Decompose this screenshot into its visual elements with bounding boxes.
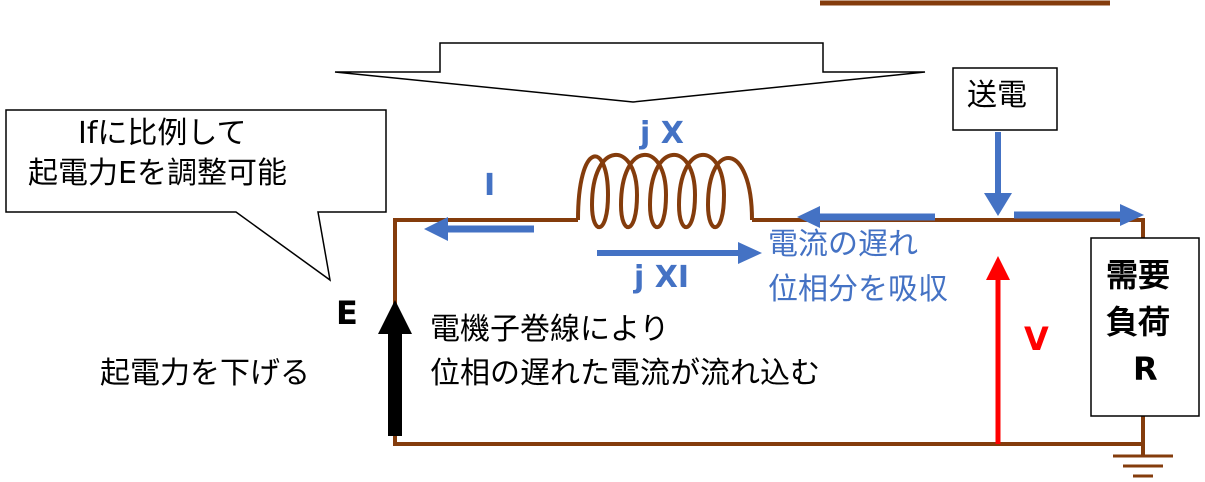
current-arrow-left (424, 217, 534, 241)
emf-label: E (336, 294, 358, 332)
winding-line2: 位相の遅れた電流が流れ込む (430, 356, 820, 391)
load-line3: R (1133, 350, 1158, 388)
ground-icon (1113, 454, 1173, 478)
emf-arrow (378, 300, 412, 436)
absorb-line1: 電流の遅れ (768, 227, 918, 262)
transmission-down-arrow (984, 132, 1012, 216)
load-box (1090, 237, 1200, 417)
transmission-box (952, 67, 1058, 131)
winding-line1: 電機子巻線により (430, 312, 670, 347)
absorb-line2: 位相分を吸収 (768, 272, 948, 307)
callout-bubble (5, 109, 387, 282)
reactance-label: j X (640, 116, 684, 151)
current-arrow-to-load (1014, 204, 1144, 226)
load-line1: 需要 (1106, 256, 1171, 294)
voltage-label: V (1024, 320, 1049, 358)
down-block-arrow (334, 42, 926, 103)
load-line2: 負荷 (1106, 303, 1171, 341)
voltage-arrow (986, 256, 1010, 444)
callout-line1: Ifに比例して (78, 116, 247, 151)
current-label: I (484, 168, 496, 203)
voltage-drop-arrow (597, 242, 762, 264)
lower-emf-text: 起電力を下げる (100, 356, 310, 391)
inductor-coil-icon (576, 152, 754, 229)
voltage-drop-label: j XI (634, 260, 690, 295)
current-arrow-after-coil (797, 206, 935, 228)
transmission-label: 送電 (967, 78, 1027, 113)
callout-line2: 起電力Eを調整可能 (28, 156, 287, 191)
